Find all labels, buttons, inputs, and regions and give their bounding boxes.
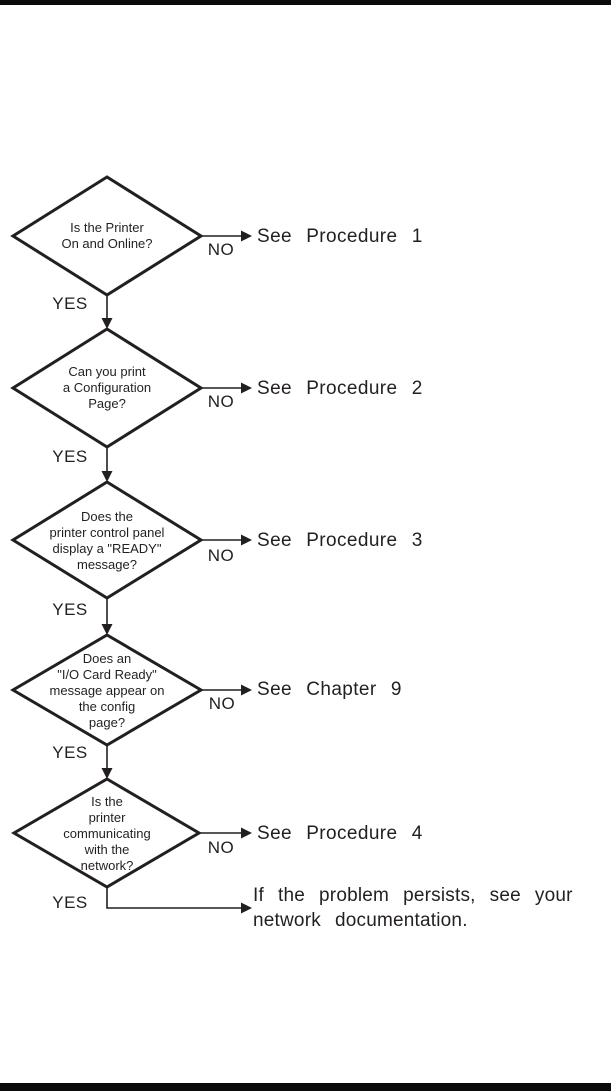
- yes-arrowhead-1: [101, 318, 113, 329]
- decision-question-2: Can you print a Configuration Page?: [62, 364, 152, 411]
- no-result-5: See Procedure 4: [257, 823, 423, 844]
- page-top-rule: [0, 0, 611, 5]
- no-label-5: NO: [207, 838, 235, 857]
- no-arrowhead-4: [241, 684, 252, 696]
- yes-label-1: YES: [52, 294, 88, 313]
- final-yes-elbow-arrow: [106, 887, 242, 909]
- no-label-4: NO: [208, 694, 236, 713]
- yes-arrowhead-3: [101, 624, 113, 635]
- yes-arrowhead-2: [101, 471, 113, 482]
- decision-question-3: Does the printer control panel display a…: [49, 509, 165, 572]
- no-result-1: See Procedure 1: [257, 226, 423, 247]
- no-arrowhead-3: [241, 534, 252, 546]
- final-yes-arrowhead: [241, 902, 252, 914]
- decision-question-1: Is the Printer On and Online?: [61, 220, 153, 251]
- decision-question-5: Is the printer communicating with the ne…: [63, 794, 151, 873]
- yes-arrowhead-4: [101, 768, 113, 779]
- yes-label-4: YES: [52, 743, 88, 762]
- no-label-3: NO: [207, 546, 235, 565]
- no-arrowhead-1: [241, 230, 252, 242]
- no-arrowhead-5: [241, 827, 252, 839]
- no-arrowhead-2: [241, 382, 252, 394]
- yes-label-2: YES: [52, 447, 88, 466]
- page-bottom-rule: [0, 1083, 611, 1091]
- no-result-4: See Chapter 9: [257, 679, 402, 700]
- decision-question-4: Does an "I/O Card Ready" message appear …: [49, 651, 165, 730]
- yes-label-5: YES: [52, 893, 88, 912]
- final-result-text: If the problem persists, see your networ…: [253, 885, 573, 931]
- no-label-2: NO: [207, 392, 235, 411]
- no-result-2: See Procedure 2: [257, 378, 423, 399]
- yes-label-3: YES: [52, 600, 88, 619]
- no-label-1: NO: [207, 240, 235, 259]
- no-result-3: See Procedure 3: [257, 530, 423, 551]
